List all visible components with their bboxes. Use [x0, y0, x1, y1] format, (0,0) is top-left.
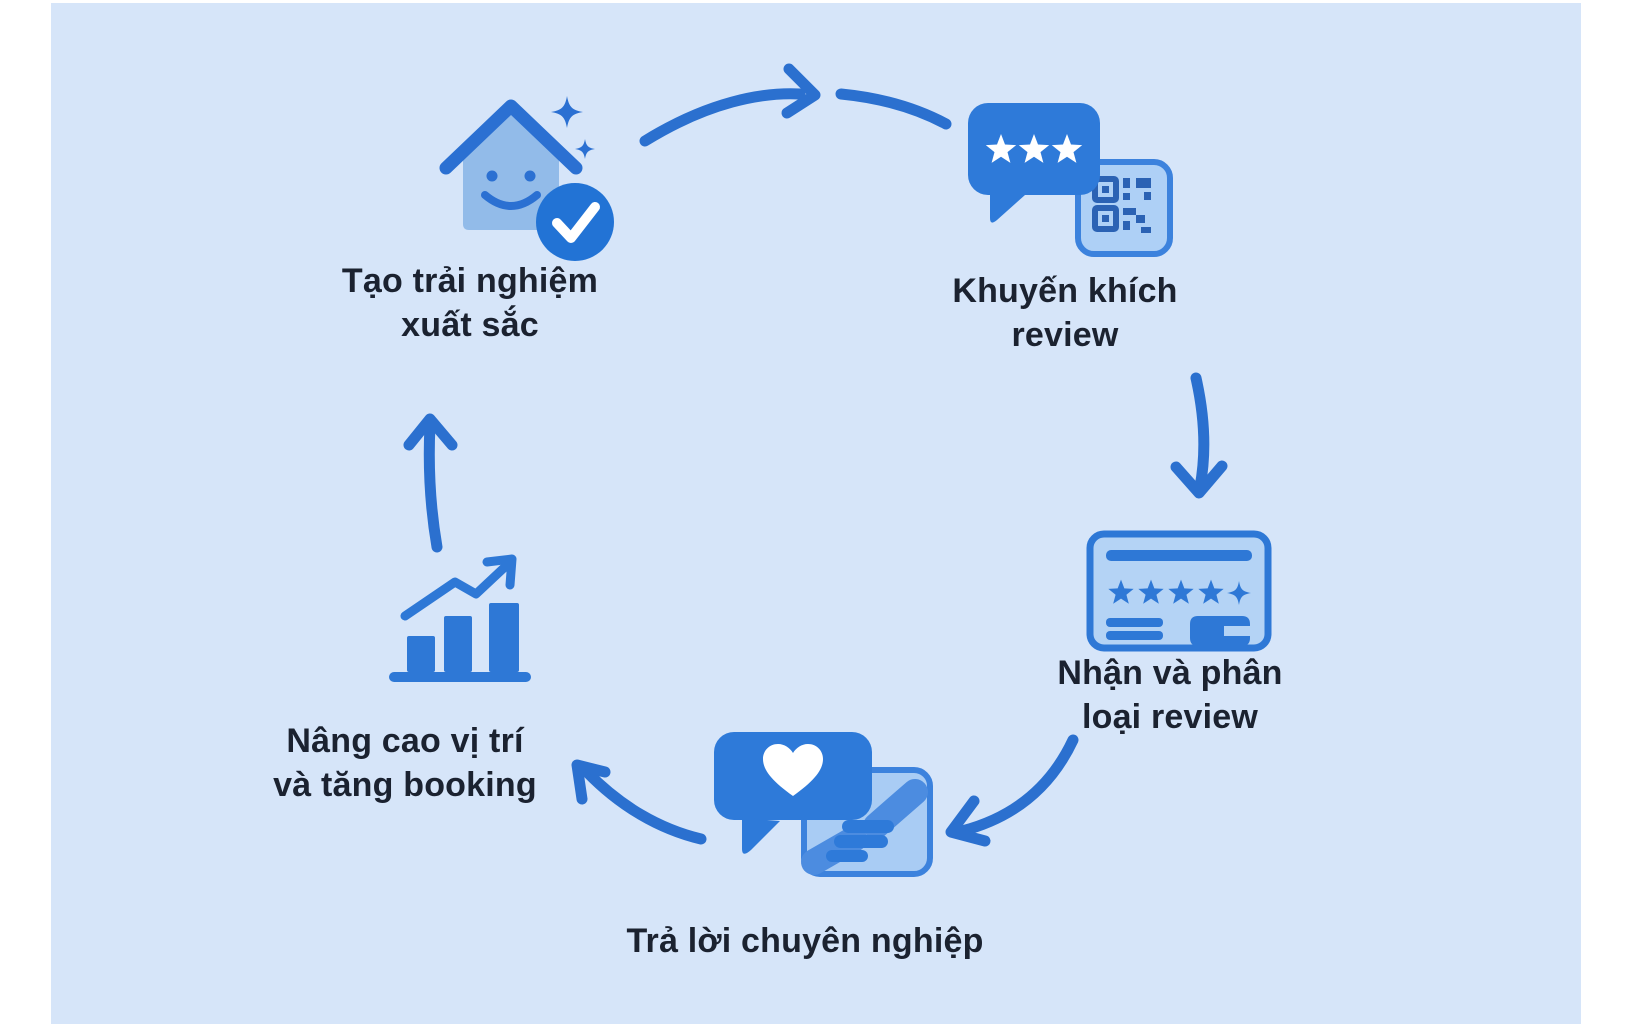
step-label-reply-professionally: Trả lời chuyên nghiệp: [626, 922, 984, 960]
sparkle-star-icon: [1227, 581, 1251, 605]
trend-arrowhead-icon: [482, 554, 517, 590]
chat-bubble-tail: [990, 192, 1025, 223]
card-action-shape: [1190, 616, 1250, 646]
review-bubble-qr-icon: [968, 103, 1173, 257]
chart-baseline: [389, 672, 531, 682]
step-label-improve-rank-booking: Nâng cao vị trí và tăng booking: [273, 722, 537, 804]
arrow-step2-to-step3: [1170, 372, 1228, 499]
chart-bar-2: [444, 616, 472, 672]
check-circle: [536, 183, 614, 261]
card-star-rating-icons: [1108, 579, 1251, 605]
card-text-line-1: [1106, 618, 1163, 627]
arrowhead-up-icon: [403, 413, 458, 451]
qr-code-icon: [1092, 176, 1151, 233]
arrowhead-right-icon: [781, 63, 821, 119]
handshake-icon: [801, 779, 928, 875]
house-roof: [439, 99, 583, 175]
arrowhead-up-left-icon: [571, 759, 611, 805]
card-text-line-2: [1106, 631, 1163, 640]
arrowhead-down-icon: [1170, 460, 1228, 499]
heart-bubble-handshake-icon: [714, 732, 933, 877]
arrowhead-down-left-icon: [945, 795, 991, 847]
step-label-encourage-review: Khuyến khích review: [952, 272, 1178, 354]
chart-bar-1: [407, 636, 435, 672]
arrow-step5-to-step1: [403, 413, 458, 553]
arrow-step4-to-step5: [571, 759, 707, 845]
smiley-eye-left: [486, 170, 498, 182]
smiley-eye-right: [524, 170, 536, 182]
growth-bar-chart-icon: [389, 554, 531, 682]
chart-bar-3: [489, 603, 519, 672]
smiley-mouth: [481, 191, 541, 210]
arrow-step1-to-step2: [639, 63, 952, 147]
card-title-bar: [1106, 550, 1252, 561]
step-label-receive-classify-review: Nhận và phân loại review: [1057, 654, 1283, 736]
house-sparkle-check-icon: [439, 96, 614, 261]
sparkle-icon: [551, 96, 583, 128]
heart-icon: [763, 744, 823, 796]
sparkle-small-icon: [575, 139, 595, 159]
heart-bubble-tail: [742, 818, 780, 854]
trend-line: [400, 560, 512, 621]
checkmark-icon: [552, 202, 600, 243]
step-label-create-experience: Tạo trải nghiệm xuất sắc: [341, 262, 599, 344]
review-card-stars-icon: [1086, 530, 1272, 652]
arrow-step3-to-step4: [945, 734, 1079, 847]
